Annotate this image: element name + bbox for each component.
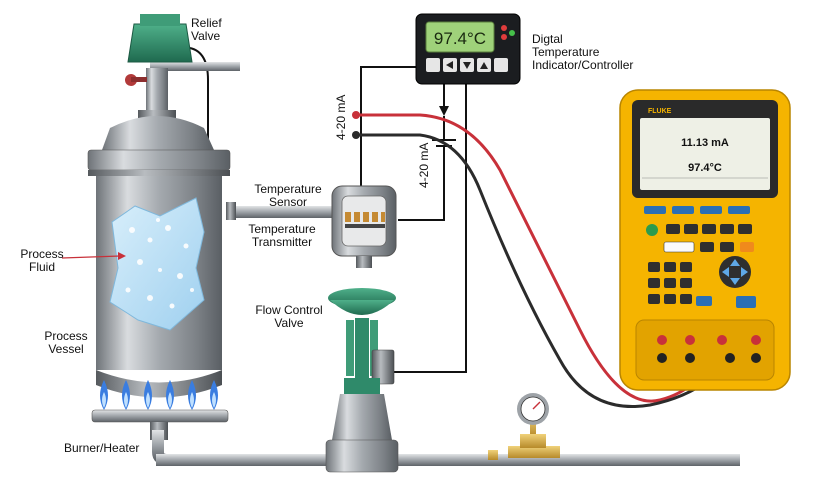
function-key[interactable] (426, 58, 440, 72)
jack-red-4[interactable] (751, 335, 761, 345)
status-led-green (509, 30, 515, 36)
nav-right-icon (741, 267, 748, 277)
calibrator-screen (640, 118, 770, 190)
flow-control-valve (325, 288, 399, 473)
key[interactable] (664, 262, 676, 272)
pressure-gauge (488, 393, 560, 460)
key[interactable] (680, 262, 692, 272)
calibrator-jacks[interactable] (657, 335, 761, 363)
digital-indicator-controller: 97.4°C (415, 13, 521, 85)
flow-control-valve-label-line: Valve (274, 316, 304, 330)
down-arrow-icon (463, 62, 471, 69)
burner-heater (91, 380, 229, 440)
relief-valve-label: Relief Valve (191, 17, 222, 43)
calibrator-readout-temp: 97.4°C (688, 162, 722, 174)
process-fluid-window (109, 197, 205, 331)
process-fluid-label: Process Fluid (14, 248, 70, 274)
indicator-controller-label: Digtal Temperature Indicator/Controller (532, 33, 633, 72)
jack-black-2[interactable] (685, 353, 695, 363)
indicator-controller-label-line: Indicator/Controller (532, 58, 634, 72)
process-fluid-pointer (61, 252, 126, 260)
process-fluid-label-line: Fluid (28, 260, 55, 274)
jack-black[interactable] (657, 353, 667, 363)
key[interactable] (700, 242, 714, 252)
calibrator-brand: FLUKE (648, 108, 672, 115)
key[interactable] (648, 278, 660, 288)
key[interactable] (684, 224, 698, 234)
enter-key[interactable] (494, 58, 508, 72)
process-vessel-label-line: Vessel (48, 342, 84, 356)
temperature-sensor-label: Temperature Sensor (240, 183, 336, 209)
fuel-pipe (152, 430, 740, 466)
jack-red[interactable] (657, 335, 667, 345)
process-vessel-label-line: Process (44, 329, 88, 343)
process-vessel-label: Process Vessel (38, 330, 94, 356)
status-led-red-2 (501, 34, 507, 40)
key[interactable] (680, 278, 692, 288)
indicator-controller-label-line: Temperature (532, 45, 600, 59)
temperature-transmitter-label-line: Transmitter (251, 235, 313, 249)
softkey-4[interactable] (728, 206, 750, 214)
relief-valve-label-line: Relief (191, 16, 222, 30)
softkey-3[interactable] (700, 206, 722, 214)
loop-current-label-b: 4-20 mA (417, 143, 431, 188)
process-calibrator: FLUKE 11.13 mA 97.4°C (619, 89, 791, 391)
indicator-readout: 97.4°C (434, 29, 486, 48)
softkey-1[interactable] (644, 206, 666, 214)
softkey-2[interactable] (672, 206, 694, 214)
left-arrow-icon (446, 61, 453, 69)
nav-up-icon (730, 259, 740, 266)
power-button[interactable] (646, 224, 658, 236)
relief-valve-label-line: Valve (191, 29, 221, 43)
key[interactable] (664, 294, 676, 304)
key[interactable] (740, 242, 754, 252)
key[interactable] (680, 294, 692, 304)
flow-control-valve-label-line: Flow Control (255, 303, 323, 317)
calibrator-softkeys[interactable] (644, 206, 750, 214)
key[interactable] (696, 296, 712, 306)
indicator-controller-label-line: Digtal (532, 32, 563, 46)
key[interactable] (720, 224, 734, 234)
temperature-sensor-label-line: Temperature (254, 182, 322, 196)
nav-down-icon (730, 278, 740, 285)
loop-current-label-a: 4-20 mA (334, 95, 348, 140)
indicator-display (425, 21, 495, 53)
key[interactable] (648, 294, 660, 304)
key[interactable] (702, 224, 716, 234)
relief-valve (125, 14, 240, 124)
key[interactable] (738, 224, 752, 234)
up-arrow-icon (480, 62, 488, 69)
status-led-red (501, 25, 507, 31)
jack-red-3[interactable] (717, 335, 727, 345)
process-fluid-label-line: Process (20, 247, 64, 261)
jack-red-2[interactable] (685, 335, 695, 345)
key[interactable] (648, 262, 660, 272)
calibrator-readout-ma: 11.13 mA (681, 137, 729, 149)
key[interactable] (663, 241, 695, 253)
jack-black-4[interactable] (751, 353, 761, 363)
temperature-sensor-label-line: Sensor (268, 195, 308, 209)
temperature-transmitter-label-line: Temperature (248, 222, 316, 236)
temperature-transmitter-label: Temperature Transmitter (234, 223, 330, 249)
signal-wires (189, 47, 730, 408)
calibrator-keypad[interactable] (648, 224, 756, 308)
temperature-transmitter (236, 185, 397, 268)
key[interactable] (736, 296, 756, 308)
key[interactable] (664, 278, 676, 288)
indicator-keypad[interactable] (426, 58, 508, 72)
jack-black-3[interactable] (725, 353, 735, 363)
flow-control-valve-label: Flow Control Valve (244, 304, 334, 330)
burner-heater-label: Burner/Heater (64, 441, 140, 455)
navigation-pad[interactable] (719, 256, 751, 288)
key[interactable] (720, 242, 734, 252)
nav-left-icon (722, 267, 729, 277)
key[interactable] (666, 224, 680, 234)
